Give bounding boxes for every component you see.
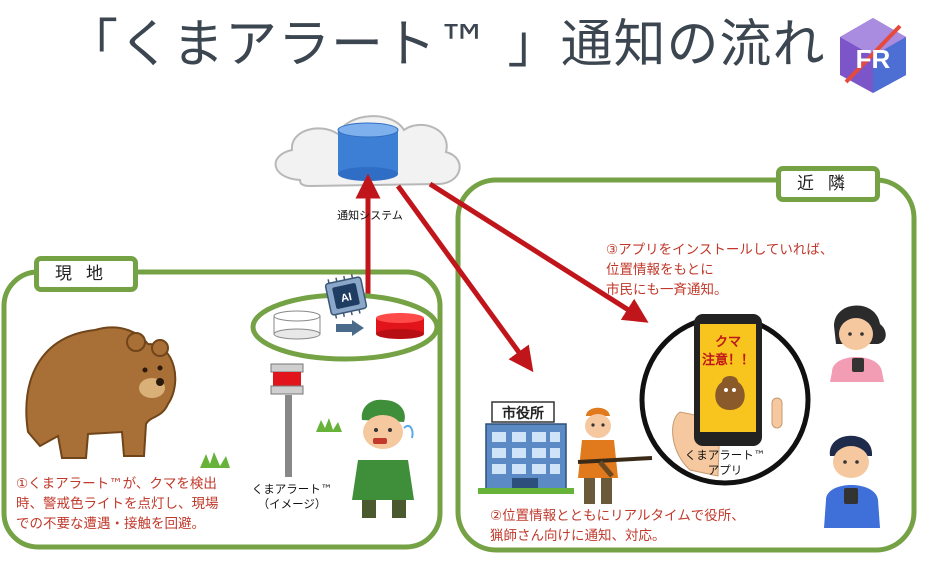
city-hall-icon: 市役所 (478, 401, 574, 494)
ai-chip-label: AI (340, 291, 353, 305)
woman-user-illustration (830, 305, 886, 382)
step1-line3: での不要な遭遇・接触を回避。 (16, 516, 205, 532)
light-on-icon (376, 313, 424, 339)
page-title: 「くまアラート™ 」通知の流れ (66, 15, 826, 75)
app-label: くまアラート™ アプリ (672, 448, 778, 478)
sensor-label-line2: （イメージ） (257, 497, 327, 511)
logo-text: FR (856, 44, 891, 74)
step3-line3: 市民にも一斉通知。 (606, 282, 728, 298)
step1-line2: 時、警戒色ライトを点灯し、現場 (16, 496, 219, 512)
step3-caption: ③アプリをインストールしていれば、 位置情報をもとに 市民にも一斉通知。 (606, 240, 833, 300)
man-user-illustration (824, 435, 880, 528)
step1-line1: ①くまアラート™が、クマを検出 (16, 476, 217, 492)
notification-system-label: 通知システム (337, 209, 403, 222)
bear-alert-sensor-icon (270, 363, 304, 477)
step2-line2: 猟師さん向けに通知、対応。 (490, 528, 666, 544)
phone-screen-line2: 注意！！ (702, 352, 754, 368)
light-off-icon (273, 310, 321, 340)
fr-logo-icon: FR (840, 18, 906, 93)
sensor-label-line1: くまアラート™ (251, 482, 333, 496)
app-label-line2: アプリ (707, 463, 743, 477)
step3-line1: ③アプリをインストールしていれば、 (606, 242, 834, 258)
arrow-to-smartphone (428, 181, 649, 323)
step1-caption: ①くまアラート™が、クマを検出 時、警戒色ライトを点灯し、現場 での不要な遭遇・… (16, 474, 219, 534)
app-label-line1: くまアラート™ (684, 448, 766, 462)
onsite-panel (1, 269, 443, 550)
onsite-panel-label: 現地 (34, 256, 138, 292)
hiker-illustration (352, 399, 414, 518)
hunter-illustration (577, 407, 653, 504)
nearby-panel (455, 177, 917, 553)
arrow-to-cityhall (395, 184, 534, 373)
sensor-label: くまアラート™ （イメージ） (240, 482, 344, 512)
step2-caption: ②位置情報とともにリアルタイムで役所、 猟師さん向けに通知、対応。 (490, 506, 745, 546)
grass-icon (200, 418, 342, 468)
database-icon (337, 122, 399, 181)
step3-line2: 位置情報をもとに (606, 262, 714, 278)
nearby-panel-label: 近隣 (776, 166, 880, 202)
step2-line1: ②位置情報とともにリアルタイムで役所、 (490, 508, 745, 524)
city-hall-sign: 市役所 (502, 405, 544, 422)
smartphone-icon: クマ 注意！！ (672, 314, 783, 477)
transition-arrow-icon (336, 320, 364, 336)
ai-chip-icon: AI (324, 274, 368, 319)
phone-screen-line1: クマ (715, 335, 741, 350)
bear-illustration (25, 326, 177, 459)
